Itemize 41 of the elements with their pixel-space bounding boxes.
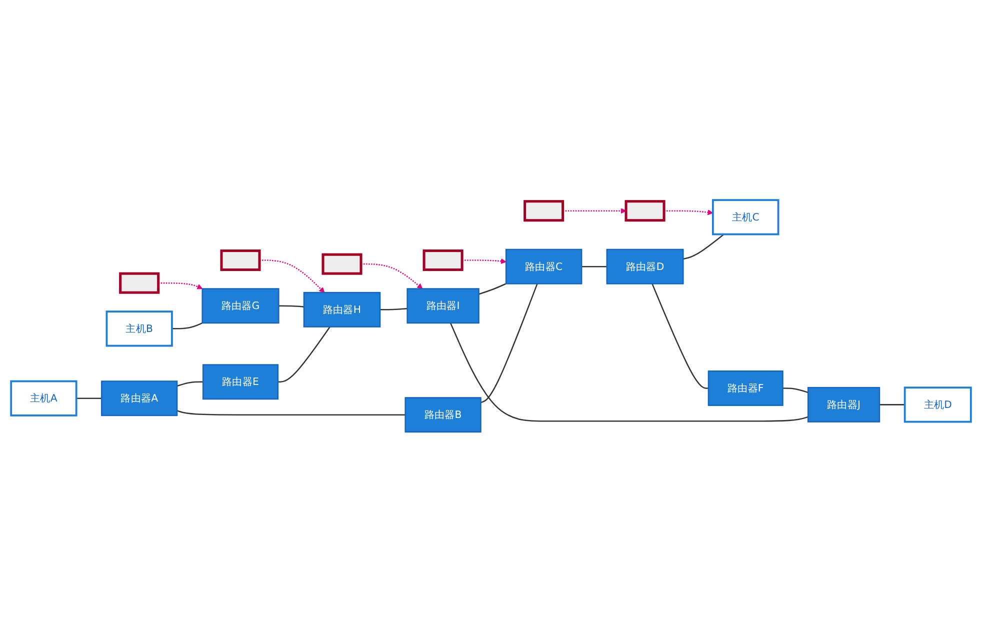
node-bar [524, 200, 564, 222]
node-box [708, 370, 784, 406]
node-box [202, 364, 279, 400]
arrow [260, 260, 325, 293]
node-box [303, 292, 381, 328]
node-bar [422, 249, 464, 272]
node-bar [119, 272, 160, 294]
arrow [664, 210, 714, 216]
node-box [101, 380, 178, 416]
connector [683, 234, 724, 260]
node-bar [624, 200, 666, 222]
connector [879, 404, 905, 406]
connector [278, 305, 304, 308]
connector [176, 381, 204, 387]
connector [480, 283, 538, 404]
node-box [202, 288, 280, 324]
connector [450, 322, 808, 422]
node-box [904, 386, 972, 423]
node-box [406, 288, 480, 324]
node-box [10, 380, 78, 416]
node-bar [322, 253, 362, 275]
node-bar [220, 249, 261, 272]
connector [380, 308, 408, 310]
node-box [505, 248, 582, 284]
connector [478, 283, 506, 295]
node-box [106, 310, 173, 347]
connector [176, 410, 406, 416]
connector [278, 326, 330, 383]
arrow [361, 263, 423, 290]
connector [582, 266, 607, 268]
connector [652, 283, 708, 389]
arrow [158, 282, 203, 290]
node-box [712, 199, 780, 236]
connector [782, 388, 808, 394]
node-box [404, 397, 482, 433]
arrow [462, 258, 506, 264]
node-box [606, 248, 684, 284]
arrow [562, 208, 626, 214]
node-box [807, 386, 880, 422]
connector [76, 398, 102, 399]
connector [172, 322, 203, 330]
